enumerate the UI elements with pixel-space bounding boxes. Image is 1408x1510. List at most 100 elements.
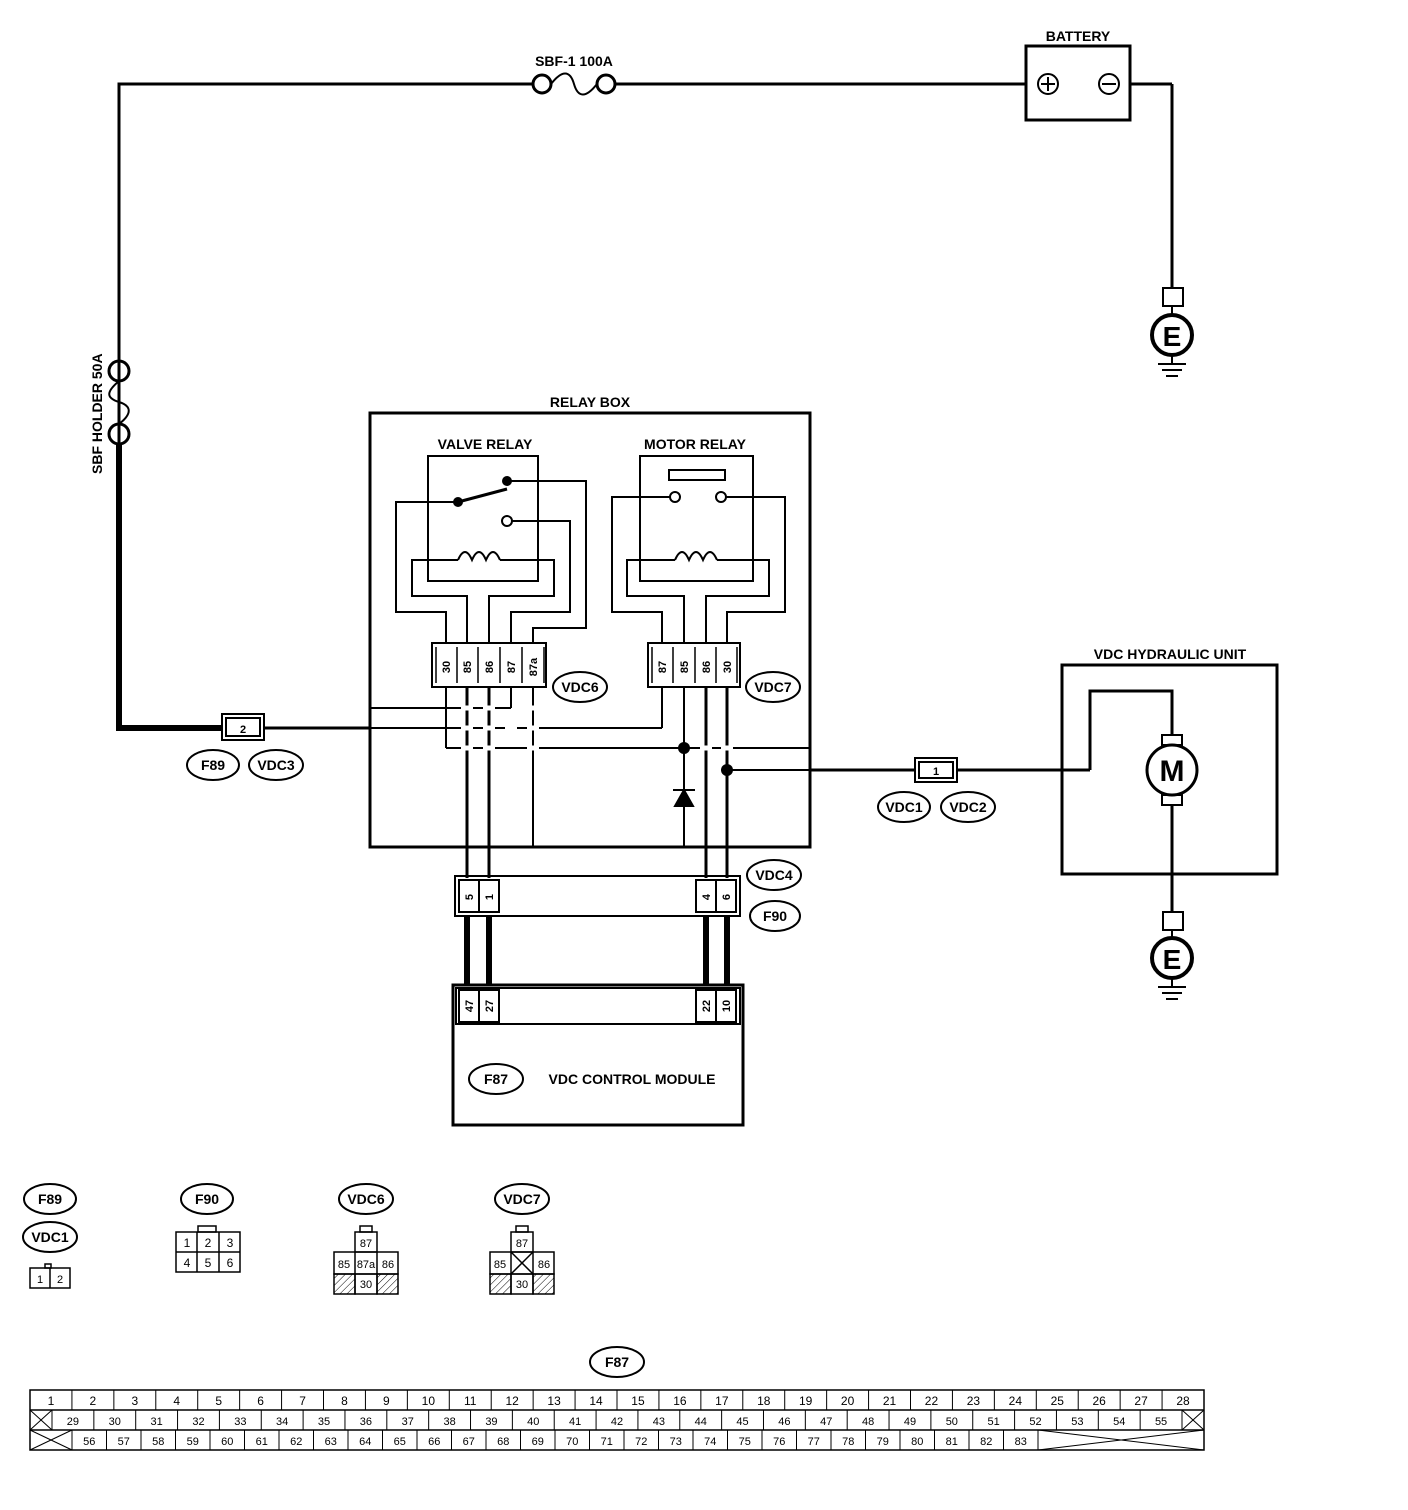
- f87-grid-pin-67: 67: [463, 1436, 475, 1448]
- f87-grid-pin-38: 38: [443, 1416, 455, 1428]
- f87-grid-pin-50: 50: [946, 1416, 958, 1428]
- f87-grid-pin-49: 49: [904, 1416, 916, 1428]
- vdc4-f90-connector: [454, 875, 741, 917]
- vdc7-pin-87: 87: [657, 661, 669, 673]
- valve-relay-wiring: [395, 480, 587, 643]
- vdc6-view-pin-85: 85: [338, 1259, 350, 1271]
- legend-vdc7-tag: VDC7: [503, 1191, 541, 1207]
- f87-grid-pin-58: 58: [152, 1436, 164, 1448]
- vdc7-view-pin-86: 86: [538, 1259, 550, 1271]
- vdc6-pin-87a: 87a: [528, 657, 540, 676]
- f87-grid-pin-83: 83: [1015, 1436, 1027, 1448]
- f87-grid-pin-74: 74: [704, 1436, 716, 1448]
- f87-grid-pin-28: 28: [1176, 1394, 1190, 1408]
- f87-grid-pin-77: 77: [808, 1436, 820, 1448]
- f87-grid-pin-57: 57: [118, 1436, 130, 1448]
- legend-vdc1-tag: VDC1: [31, 1229, 69, 1245]
- vdc7-pin-86: 86: [701, 661, 713, 673]
- valve-relay: [427, 455, 539, 582]
- f90-view-pin-2: 2: [205, 1236, 212, 1250]
- connector-view-f89-vdc1: [29, 1263, 71, 1289]
- f87-grid-pin-76: 76: [773, 1436, 785, 1448]
- f87-grid-pin-71: 71: [601, 1436, 613, 1448]
- f90-view-pin-6: 6: [227, 1256, 234, 1270]
- f87-grid-pin-47: 47: [820, 1416, 832, 1428]
- f87-grid-pin-46: 46: [778, 1416, 790, 1428]
- sbf1-label: SBF-1 100A: [535, 53, 613, 69]
- vdc6-pin-85: 85: [462, 661, 474, 673]
- f89-tag-ellipse: [186, 749, 240, 781]
- f87-grid-pin-72: 72: [635, 1436, 647, 1448]
- battery-feed-wire: [117, 82, 1027, 474]
- f87-grid-pin-64: 64: [359, 1436, 371, 1448]
- battery-symbol: [1024, 44, 1174, 288]
- f87-module-pin-47: 47: [464, 1000, 476, 1012]
- legend-f89-tag: F89: [38, 1191, 62, 1207]
- f87-grid-pin-5: 5: [215, 1394, 222, 1408]
- f87-grid-pin-53: 53: [1071, 1416, 1083, 1428]
- f89-pin-label: 2: [240, 724, 246, 736]
- f87-grid-pin-12: 12: [505, 1394, 519, 1408]
- f87-grid-pin-70: 70: [566, 1436, 578, 1448]
- f87-grid-pin-37: 37: [402, 1416, 414, 1428]
- vdc4-pin-4: 4: [701, 893, 713, 900]
- pump-motor-symbol: [1088, 689, 1199, 912]
- hydraulic-ground-symbol: [1150, 911, 1194, 1000]
- legend-vdc6-ellipse: [338, 1183, 394, 1215]
- connector-view-vdc6: [333, 1225, 399, 1295]
- vdc1-tag-ellipse: [877, 791, 931, 823]
- vdc6-pin-30: 30: [441, 661, 453, 673]
- f87-grid-pin-59: 59: [187, 1436, 199, 1448]
- f90-view-pin-1: 1: [184, 1236, 191, 1250]
- f87-grid-pin-10: 10: [422, 1394, 436, 1408]
- f87-grid-pin-75: 75: [739, 1436, 751, 1448]
- vdc1-pin-label: 1: [933, 766, 939, 778]
- vdc6-view-pin-86: 86: [382, 1259, 394, 1271]
- vdc7-view-pin-85: 85: [494, 1259, 506, 1271]
- f90-view-pin-4: 4: [184, 1256, 191, 1270]
- vdc4-tag: VDC4: [755, 867, 793, 883]
- vdc7-connector-block: [647, 642, 741, 688]
- vdc6-tag: VDC6: [561, 679, 599, 695]
- f87-grid-pin-8: 8: [341, 1394, 348, 1408]
- f87-grid-pin-15: 15: [631, 1394, 645, 1408]
- f87-grid-pin-63: 63: [325, 1436, 337, 1448]
- f87-grid-pin-27: 27: [1134, 1394, 1148, 1408]
- relay-contact-points: [501, 491, 727, 527]
- f87-grid-pin-79: 79: [877, 1436, 889, 1448]
- module-harness-wires: [464, 916, 730, 986]
- vdc7-tag: VDC7: [754, 679, 792, 695]
- f87-module-pin-10: 10: [721, 1000, 733, 1012]
- f87-grid-pin-21: 21: [883, 1394, 897, 1408]
- vdc6-pin-86: 86: [484, 661, 496, 673]
- f87-grid-pin-41: 41: [569, 1416, 581, 1428]
- f87-grid-pin-39: 39: [485, 1416, 497, 1428]
- f87-tag-ellipse: [468, 1063, 524, 1095]
- f87-grid-pin-68: 68: [497, 1436, 509, 1448]
- f90-tag: F90: [763, 908, 787, 924]
- f87-grid-pin-56: 56: [83, 1436, 95, 1448]
- f87-grid-pin-55: 55: [1155, 1416, 1167, 1428]
- f87-module-pin-27: 27: [484, 1000, 496, 1012]
- f87-grid-pin-7: 7: [299, 1394, 306, 1408]
- f89-vdc3-connector: [221, 713, 370, 741]
- f87-grid-pin-65: 65: [394, 1436, 406, 1448]
- valve-relay-label: VALVE RELAY: [438, 436, 533, 452]
- vdc3-tag: VDC3: [257, 757, 295, 773]
- legend-vdc7-ellipse: [494, 1183, 550, 1215]
- legend-f87-tag: F87: [605, 1354, 629, 1370]
- f90-tag-ellipse: [749, 900, 801, 932]
- junction-dots: [453, 476, 733, 776]
- motor-feed-wire: [810, 757, 1090, 783]
- f87-grid-pin-78: 78: [842, 1436, 854, 1448]
- f87-grid-pin-66: 66: [428, 1436, 440, 1448]
- hydraulic-unit-label: VDC HYDRAULIC UNIT: [1094, 646, 1247, 662]
- f87-grid-pin-4: 4: [173, 1394, 180, 1408]
- legend-f90-ellipse: [180, 1183, 234, 1215]
- f87-grid-pin-11: 11: [464, 1394, 477, 1408]
- f89-view-pin-2: 2: [57, 1274, 63, 1286]
